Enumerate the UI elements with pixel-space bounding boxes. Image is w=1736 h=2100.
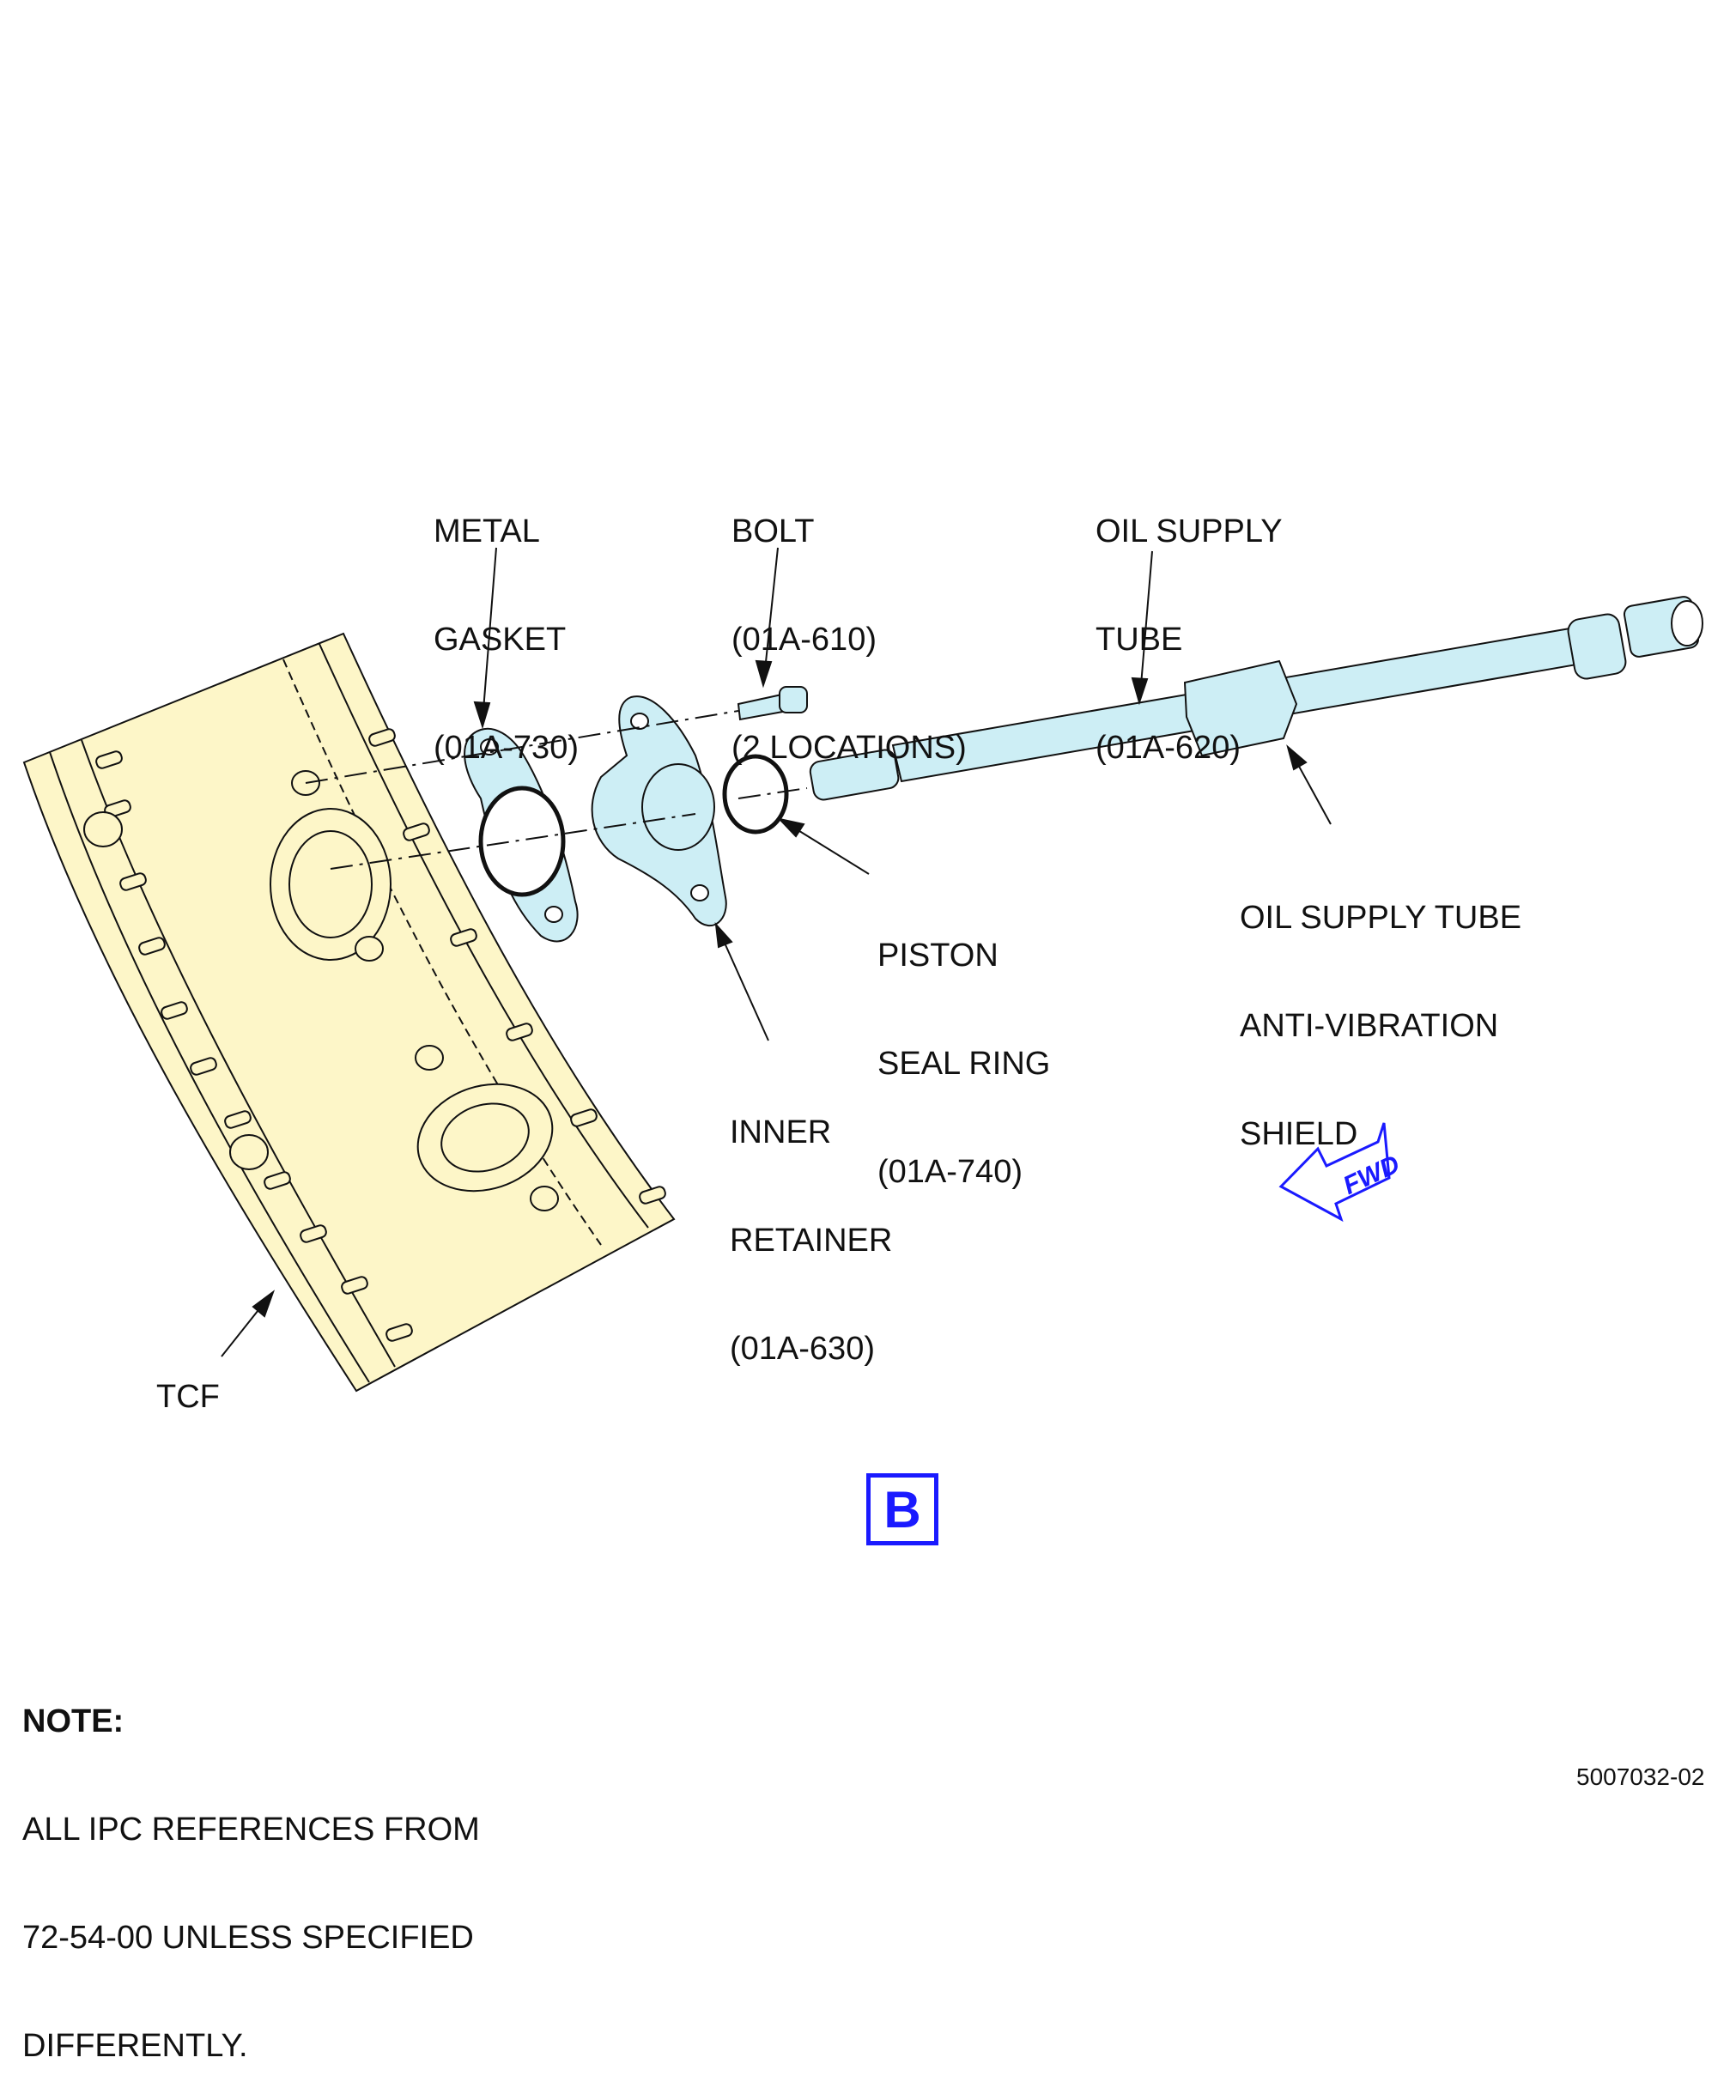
anti-vibration-shield-label-line: SHIELD [1240, 1116, 1358, 1152]
anti-vibration-shield-label-line: OIL SUPPLY TUBE [1240, 900, 1522, 936]
anti-vibration-shield-label: OIL SUPPLY TUBE ANTI-VIBRATION SHIELD [1240, 828, 1521, 1188]
anti-vibration-shield-label-line: ANTI-VIBRATION [1240, 1008, 1499, 1044]
bolt-label: BOLT (01A-610) (2 LOCATIONS) [731, 441, 967, 802]
note-block: NOTE: ALL IPC REFERENCES FROM 72-54-00 U… [22, 1631, 480, 2100]
anti-vibration-shield-part [1183, 659, 1298, 757]
assembly-center-lines [305, 710, 808, 870]
inner-retainer-label: INNER RETAINER (01A-630) [730, 1042, 892, 1403]
note-line: 72-54-00 UNLESS SPECIFIED [22, 1920, 474, 1956]
metal-gasket-label-line: METAL [434, 513, 540, 549]
metal-gasket-label: METAL GASKET (01A-730) [434, 441, 579, 802]
view-b-callout: B [866, 1473, 938, 1545]
inner-retainer-label-line: INNER [730, 1114, 832, 1150]
piston-seal-ring-part [722, 754, 789, 835]
leader-lines [221, 547, 1332, 1357]
inner-retainer-label-line: RETAINER [730, 1223, 893, 1259]
metal-gasket-label-line: GASKET [434, 622, 567, 658]
note-line: ALL IPC REFERENCES FROM [22, 1812, 480, 1848]
oil-supply-tube-label-line: (01A-620) [1096, 730, 1241, 766]
note-heading: NOTE: [22, 1703, 124, 1739]
inner-retainer-label-line: (01A-630) [730, 1331, 875, 1367]
tcf-frame [22, 632, 676, 1393]
metal-gasket-part [464, 727, 579, 943]
inner-retainer-part [591, 695, 727, 927]
tcf-label: TCF [156, 1379, 220, 1415]
piston-seal-ring-label-line: (01A-740) [877, 1154, 1023, 1190]
piston-seal-ring-label-line: SEAL RING [877, 1046, 1051, 1082]
metal-gasket-label-line: (01A-730) [434, 730, 579, 766]
bolt-label-line: BOLT [731, 513, 815, 549]
bolt-label-line: (01A-610) [731, 622, 877, 658]
exploded-view-diagram: FWD [22, 547, 1703, 1393]
piston-seal-ring-label-line: PISTON [877, 938, 999, 974]
piston-seal-ring-label: PISTON SEAL RING (01A-740) [877, 865, 1050, 1226]
document-number: 5007032-02 [1576, 1763, 1705, 1790]
bolt-label-line: (2 LOCATIONS) [731, 730, 967, 766]
note-line: DIFFERENTLY. [22, 2028, 248, 2064]
bolt-part [737, 686, 808, 721]
oil-supply-tube-label: OIL SUPPLY TUBE (01A-620) [1096, 441, 1283, 802]
oil-supply-tube-label-line: OIL SUPPLY [1096, 513, 1283, 549]
oil-supply-tube-label-line: TUBE [1096, 622, 1183, 658]
